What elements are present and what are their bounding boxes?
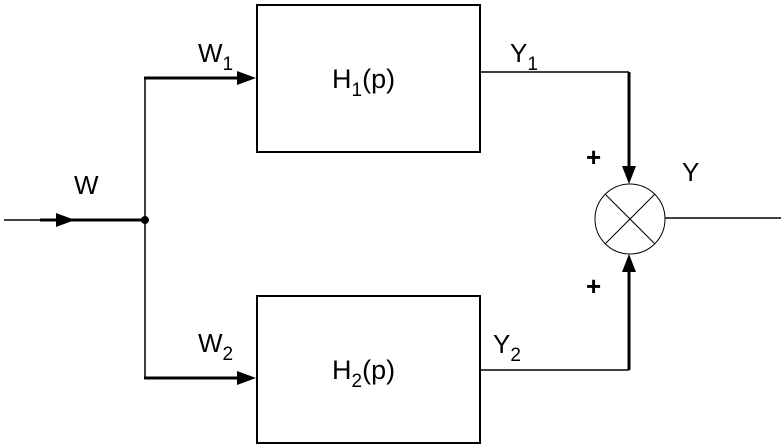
bottom-feed-arrow-icon bbox=[622, 254, 636, 272]
block-h1 bbox=[256, 4, 481, 153]
block-h1-label: H1(p) bbox=[332, 64, 395, 101]
output-label: Y bbox=[682, 157, 699, 187]
top-feed-arrow-icon bbox=[622, 166, 636, 184]
top-output-label: Y1 bbox=[510, 38, 538, 75]
block-h2-label: H2(p) bbox=[332, 355, 395, 392]
top-branch-arrow-icon bbox=[237, 71, 256, 85]
input-arrow-icon bbox=[56, 213, 75, 227]
bottom-output-subscript: 2 bbox=[510, 345, 521, 366]
bottom-signal-label: W2 bbox=[198, 328, 233, 365]
summing-junction-icon bbox=[594, 183, 666, 255]
summing-cross-b bbox=[604, 193, 656, 245]
block-h2-subscript: 2 bbox=[352, 371, 363, 392]
top-output-subscript: 1 bbox=[527, 54, 538, 75]
block-h1-subscript: 1 bbox=[352, 80, 363, 101]
bottom-signal-subscript: 2 bbox=[223, 344, 234, 365]
bottom-branch-arrow-icon bbox=[237, 371, 256, 385]
top-signal-subscript: 1 bbox=[223, 54, 234, 75]
bottom-output-label: Y2 bbox=[493, 329, 521, 366]
top-sign-label: + bbox=[586, 142, 601, 172]
input-label: W bbox=[74, 170, 99, 200]
top-signal-label: W1 bbox=[198, 38, 233, 75]
bottom-sign-label: + bbox=[586, 271, 601, 301]
